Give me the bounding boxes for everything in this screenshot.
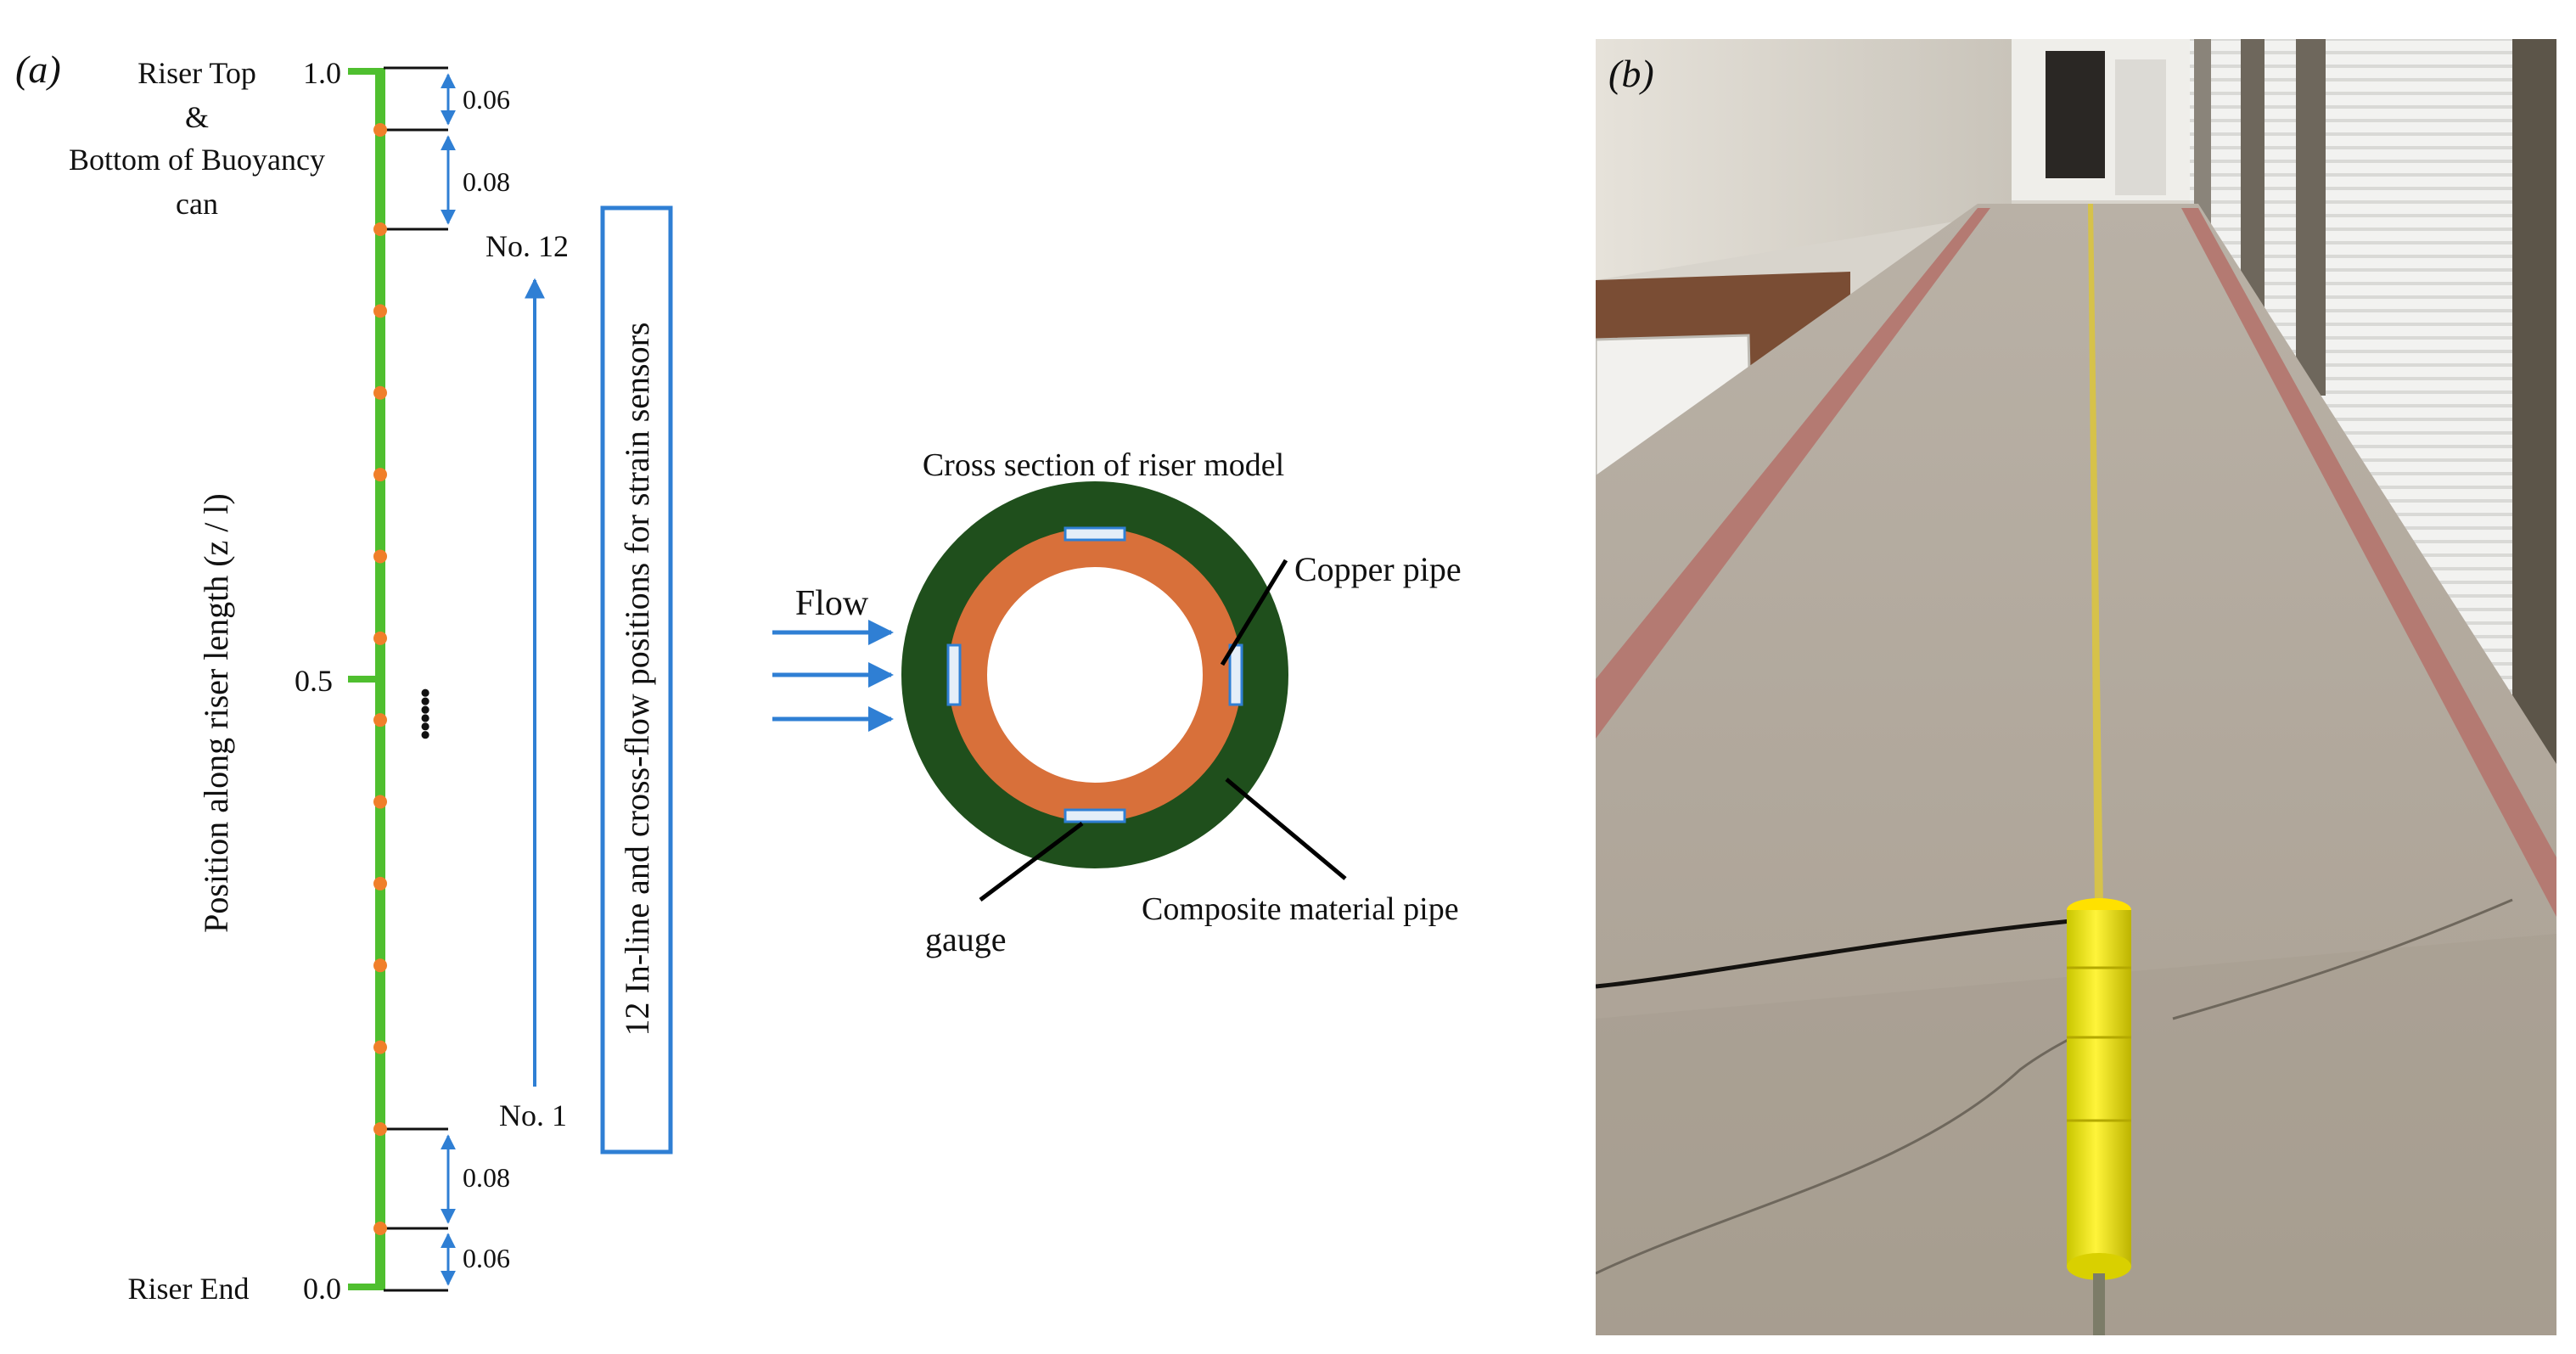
gauge-leader-line	[979, 822, 1084, 902]
copper-pipe-ring	[948, 528, 1242, 822]
sensor-dot	[373, 795, 387, 809]
sensor-label-top: No. 12	[485, 229, 569, 263]
panel-a: (a) Position along riser length (z / l) …	[15, 48, 1462, 1306]
spacing-label-top-2: 0.08	[463, 166, 510, 197]
panel-a-label: (a)	[15, 48, 61, 91]
gauge-right	[1228, 643, 1243, 706]
spacing-label-bottom-1: 0.08	[463, 1162, 510, 1193]
gauge-bottom	[1064, 808, 1126, 823]
gauge-top	[1064, 526, 1126, 542]
floor	[1596, 204, 2556, 1335]
sensor-dot	[373, 385, 387, 400]
cross-section-title: Cross section of riser model	[923, 447, 1284, 483]
flow-label: Flow	[795, 584, 869, 623]
sensor-dot	[373, 549, 387, 564]
copper-leader-line	[1220, 559, 1288, 666]
sensor-box	[600, 205, 673, 1155]
sensor-label-bottom: No. 1	[499, 1098, 567, 1132]
sensor-dot	[373, 876, 387, 890]
sensor-dot	[373, 222, 387, 236]
gauge-left	[946, 643, 962, 706]
tick-label-mid: 0.5	[295, 664, 333, 698]
tick-label-bottom: 0.0	[303, 1272, 341, 1306]
cross-section: Cross section of riser model Flow Copper…	[772, 447, 1462, 958]
sensor-dots	[373, 123, 387, 1235]
composite-label: Composite material pipe	[1142, 891, 1459, 927]
top-label-line4: can	[176, 187, 218, 221]
gauge-label: gauge	[925, 920, 1007, 958]
spacing-label-top-1: 0.06	[463, 84, 510, 115]
buoyancy-can	[2067, 898, 2131, 1335]
axis-label: Position along riser length (z / l)	[197, 493, 235, 933]
composite-pipe-ring	[901, 481, 1288, 868]
spacing-brackets-top	[384, 66, 448, 231]
sensor-dot	[373, 304, 387, 318]
sensor-dot	[373, 1222, 387, 1235]
top-label-line2: &	[185, 100, 209, 134]
sensor-dot	[373, 958, 387, 973]
sensor-dot	[373, 1040, 387, 1054]
sensor-dot	[373, 713, 387, 728]
bottom-label: Riser End	[128, 1272, 250, 1306]
sensor-dot	[373, 631, 387, 645]
tape	[2088, 204, 2103, 908]
panel-b-label: (b)	[1608, 52, 1654, 95]
panel-b-photo: (b)	[1596, 39, 2556, 1335]
top-label-line3: Bottom of Buoyancy	[69, 143, 325, 177]
sensor-box-text: 12 In-line and cross-flow positions for …	[618, 323, 656, 1037]
sensor-dot	[373, 123, 387, 137]
composite-leader-line	[1225, 778, 1347, 880]
top-label-line1: Riser Top	[137, 56, 256, 90]
cable	[1596, 919, 2072, 989]
copper-label: Copper pipe	[1294, 550, 1462, 588]
spacing-label-bottom-2: 0.06	[463, 1243, 510, 1273]
right-shutters	[2190, 39, 2556, 764]
sensor-dot	[373, 1122, 387, 1136]
ellipsis: ••••••	[409, 688, 441, 739]
sensor-dot	[373, 468, 387, 482]
tick-label-top: 1.0	[303, 56, 341, 90]
spacing-brackets-bottom	[384, 1127, 448, 1292]
